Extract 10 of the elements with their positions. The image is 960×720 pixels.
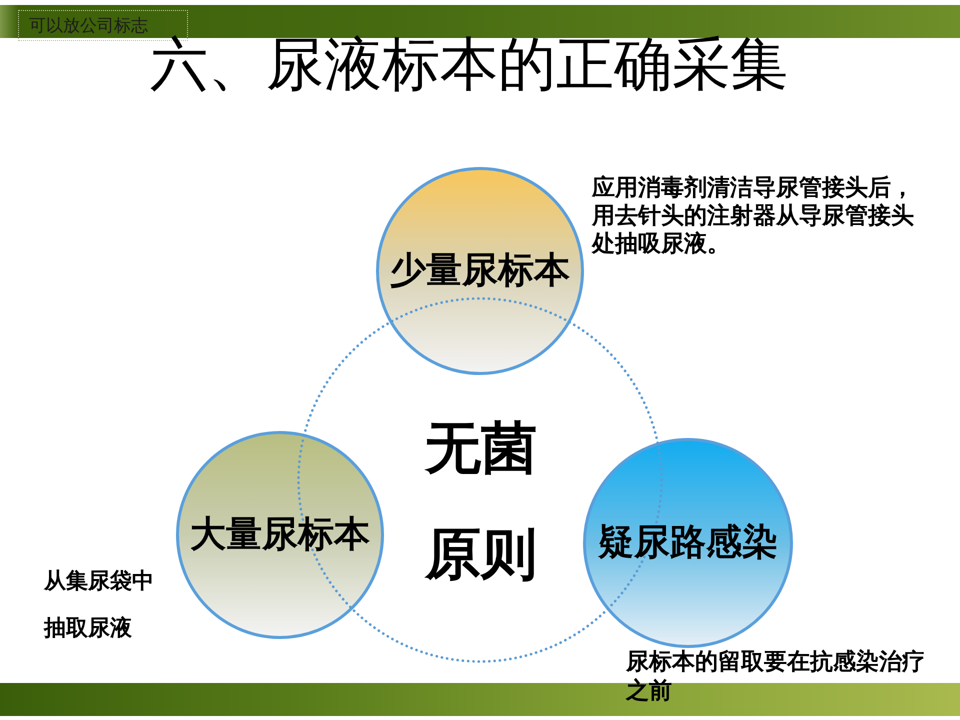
annotation-text: 尿标本的留取要在抗感染治疗之前 xyxy=(626,648,926,706)
circle-label: 大量尿标本 xyxy=(189,513,371,557)
center-label: 无菌原则 xyxy=(423,415,538,589)
circle-label: 少量尿标本 xyxy=(389,249,571,293)
specimen-circle xyxy=(176,431,384,639)
specimen-circle xyxy=(583,438,793,648)
annotation-text: 从集尿袋中抽取尿液 xyxy=(44,568,155,643)
annotation-text: 应用消毒剂清洁导尿管接头后，用去针头的注射器从导尿管接头处抽吸尿液。 xyxy=(592,174,915,258)
specimen-circle xyxy=(376,167,584,375)
circle-label: 疑尿路感染 xyxy=(597,521,779,565)
